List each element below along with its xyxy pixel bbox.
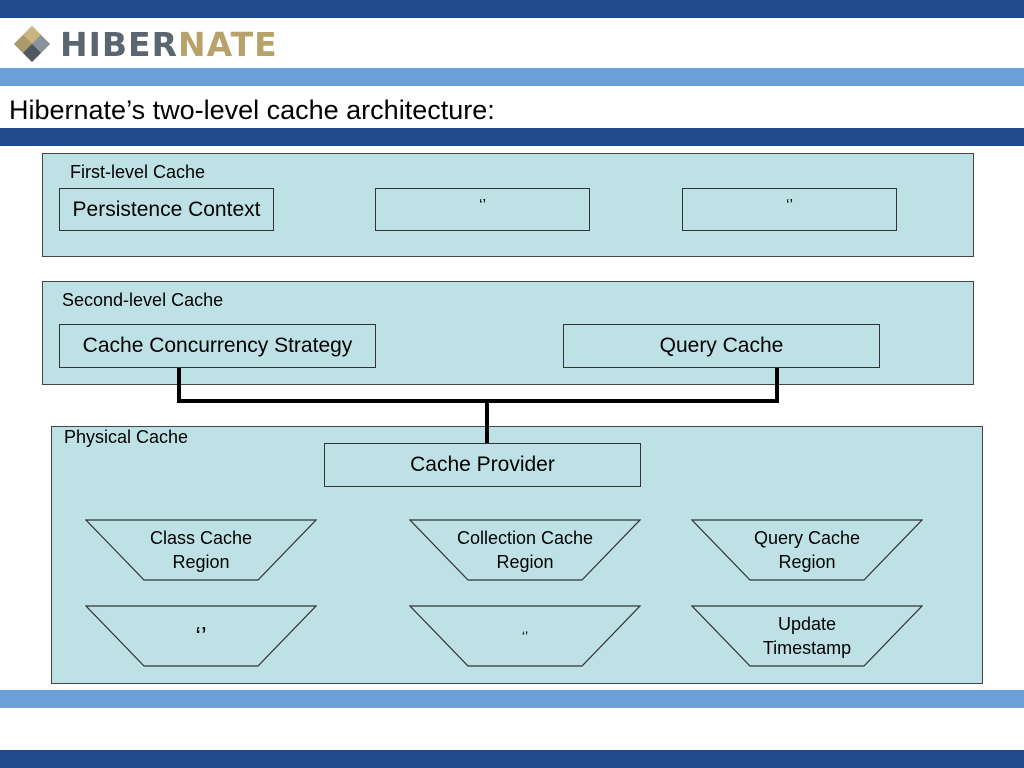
first-level-cache-panel [42,153,974,257]
collection-cache-region-label: Collection Cache Region [456,528,594,572]
title-dark-band [0,128,1024,146]
second-level-cache-label: Second-level Cache [62,290,224,310]
query-cache-region-label: Query Cache Region [753,528,861,572]
region-trapezoid-shape [85,519,317,581]
placeholder-region: ‘’ [85,605,317,667]
region-trapezoid-shape [85,605,317,667]
placeholder-region: ‘’ [409,605,641,667]
region-trapezoid-shape [691,519,923,581]
hibernate-logo-icon [14,26,50,62]
collection-cache-region: Collection Cache Region [409,519,641,581]
hibernate-logo: HIBERNATE [12,22,278,66]
query-cache-region: Query Cache Region [691,519,923,581]
placeholder-region-label: ‘’ [195,621,207,651]
first-level-placeholder-box: ‘’ [682,188,897,231]
bottom-dark-band [0,750,1024,768]
class-cache-region: Class Cache Region [85,519,317,581]
first-level-placeholder-box: ‘’ [375,188,590,231]
update-timestamp-region: Update Timestamp [691,605,923,667]
region-trapezoid-shape [691,605,923,667]
bottom-light-band [0,690,1024,708]
top-dark-band [0,0,1024,18]
slide-title: Hibernate’s two-level cache architecture… [9,95,495,125]
region-trapezoid-shape [409,605,641,667]
update-timestamp-region-label: Update Timestamp [762,614,852,658]
persistence-context-box: Persistence Context [59,188,274,231]
top-light-band [0,68,1024,86]
placeholder-region-label: ‘’ [521,628,529,644]
physical-cache-label: Physical Cache [64,427,189,447]
query-cache-box: Query Cache [563,324,880,368]
region-trapezoid-shape [409,519,641,581]
first-level-cache-label: First-level Cache [70,162,206,182]
cache-provider-box: Cache Provider [324,443,641,487]
cache-concurrency-strategy-box: Cache Concurrency Strategy [59,324,376,368]
class-cache-region-label: Class Cache Region [149,528,253,572]
logo-wordmark: HIBERNATE [60,24,278,64]
